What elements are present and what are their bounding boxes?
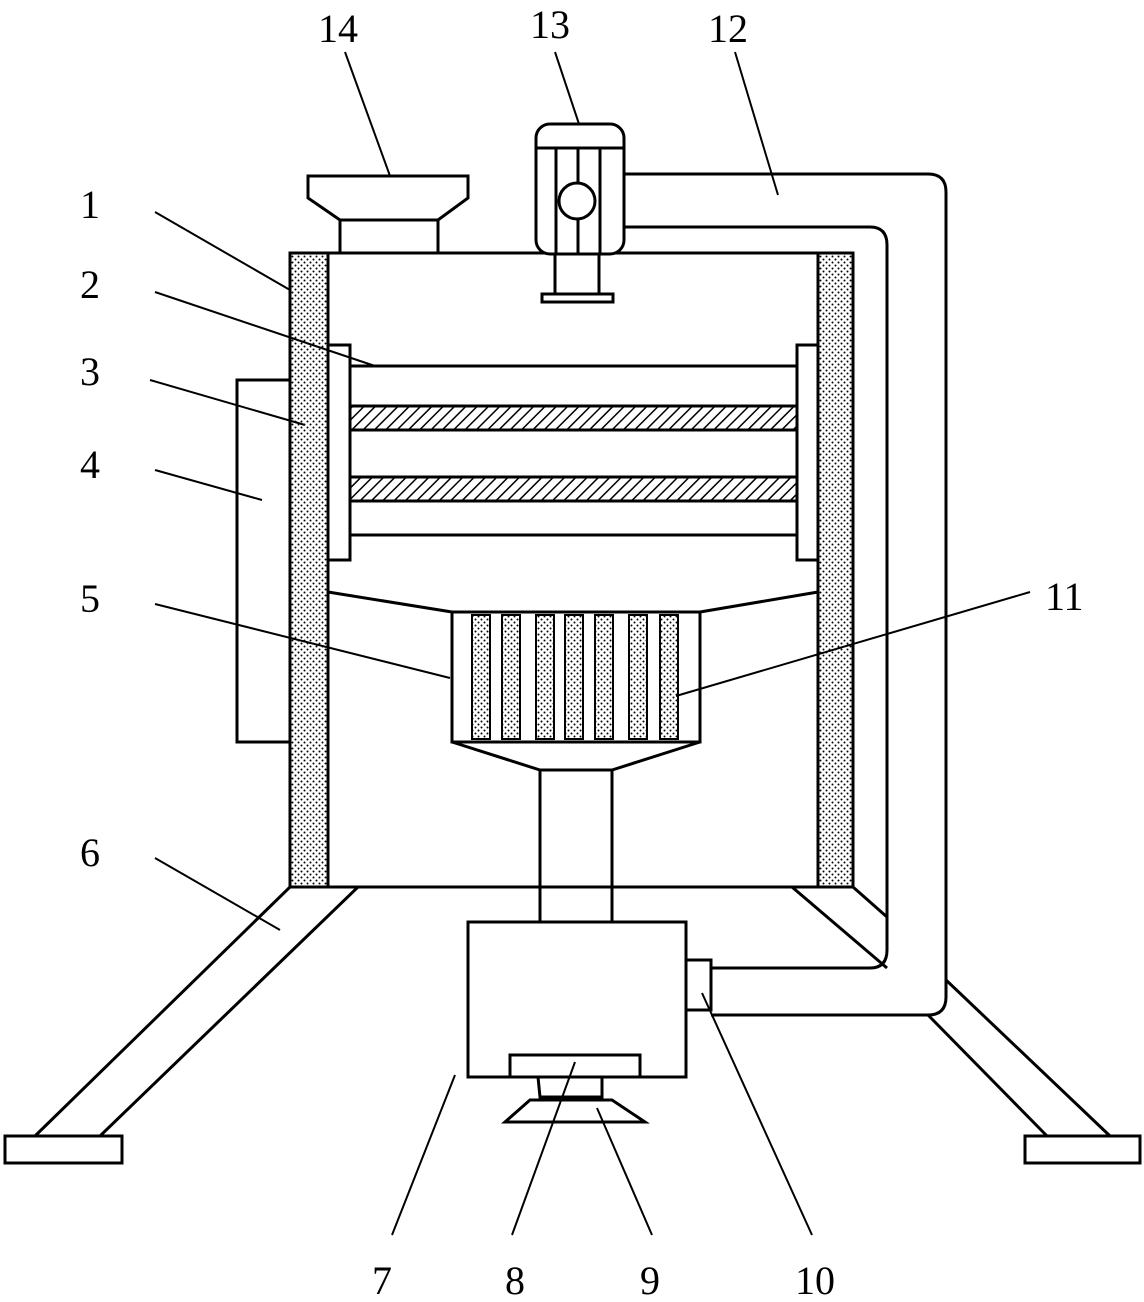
- motor-hub: [557, 181, 597, 221]
- pump-base-plate: [508, 1053, 642, 1079]
- cartridge-cone: [451, 740, 701, 772]
- filter-mount-left: [326, 343, 352, 562]
- foot-pad-left: [3, 1134, 124, 1165]
- control-box: [235, 378, 290, 744]
- funnel-right: [699, 590, 819, 614]
- housing-body: [288, 251, 855, 889]
- insulation-layer-left: [288, 251, 330, 889]
- label-3: 3: [80, 349, 100, 394]
- leg-left-outer: [33, 885, 292, 1138]
- insulation-layer-right: [816, 251, 855, 889]
- label-9: 9: [640, 1258, 660, 1302]
- leg-right-lower-outer: [944, 978, 1112, 1138]
- label-8: 8: [505, 1258, 525, 1302]
- motor-shaft: [553, 252, 601, 296]
- return-pipe-outer: [620, 172, 948, 1017]
- label-12: 12: [708, 6, 748, 51]
- pump-suction-cup: [501, 1098, 650, 1124]
- leg-right-lower-inner: [926, 1013, 1049, 1138]
- label-5: 5: [80, 576, 100, 621]
- motor-shaft-flange: [540, 292, 615, 304]
- label-14: 14: [318, 6, 358, 51]
- label-4: 4: [80, 442, 100, 487]
- label-7: 7: [372, 1258, 392, 1302]
- leg-right-inner: [791, 885, 888, 970]
- leader-lines: [149, 51, 1031, 1236]
- return-pipe-inner: [620, 225, 889, 970]
- label-10: 10: [795, 1258, 835, 1302]
- pump-foot: [536, 1075, 604, 1099]
- label-1: 1: [80, 182, 100, 227]
- leg-right-upper: [852, 885, 888, 919]
- filter-screen-lower: [348, 475, 799, 503]
- filter-screen-upper: [348, 404, 799, 432]
- leg-left-inner: [98, 885, 360, 1138]
- cartridge-elements: [471, 614, 679, 740]
- pump-box: [466, 920, 688, 1079]
- feed-hopper-neck: [338, 218, 440, 255]
- filter-mount-right: [795, 343, 820, 562]
- label-13: 13: [530, 2, 570, 47]
- label-11: 11: [1045, 574, 1084, 619]
- label-2: 2: [80, 262, 100, 307]
- foot-pad-right: [1023, 1134, 1142, 1165]
- feed-hopper: [306, 174, 470, 222]
- label-6: 6: [80, 830, 100, 875]
- funnel-left: [327, 590, 453, 614]
